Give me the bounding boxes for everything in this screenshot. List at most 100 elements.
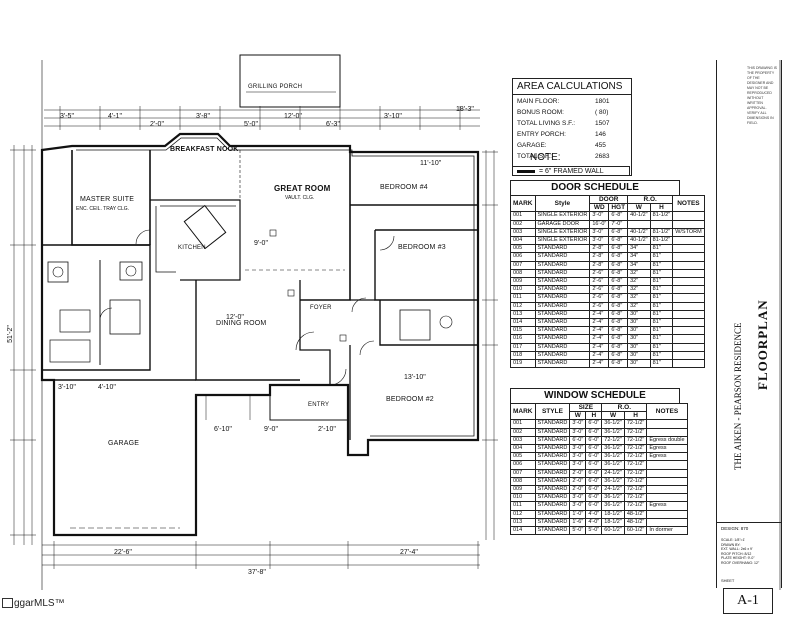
window-col-ro-w: W [601,411,625,421]
door-cell [672,359,705,369]
door-cell: 010 [510,285,536,295]
door-cell: STANDARD [534,301,591,311]
exterior-walls [40,132,480,537]
window-col-mark: MARK [510,402,536,421]
window-cell: 3'-0" [569,501,587,511]
door-cell: STANDARD [534,268,591,279]
door-cell: 001 [510,211,536,221]
window-cell: 72-1/2" [623,419,648,429]
door-cell: 40-1/2" [627,236,651,246]
room-label-master: MASTER SUITE [80,196,135,203]
door-col-ro: R.O. [627,194,674,205]
window-cell: 007 [510,468,536,478]
window-cell [646,476,688,487]
door-cell: 2'-4" [589,334,610,344]
window-cell: 2'-0" [569,476,587,487]
door-cell [672,260,705,270]
door-cell: 32" [627,301,651,311]
window-col-size-h: H [585,411,603,421]
door-cell: 3'-0" [589,227,610,238]
area-row: ENTRY PORCH: 146 [517,131,606,138]
door-cell [672,252,705,262]
window-cell: 6'-0" [585,452,603,462]
door-cell: 2'-4" [589,318,610,328]
window-cell: 72-1/2" [623,485,648,495]
door-cell: 6'-8" [608,309,629,320]
window-cell: 008 [510,476,536,487]
room-label-dining: DINING ROOM [216,320,267,327]
door-cell: 40-1/2" [627,227,651,238]
window-cell: STANDARD [534,435,571,446]
door-cell: 2'-8" [589,260,610,270]
door-cell: 6'-8" [608,252,629,262]
mls-watermark: ggarMLS™ [2,598,65,609]
title-block-notes: SCALE: 1/8"=1' DRAWN BY: EXT. WALL: 2x6 … [721,538,760,565]
window-cell: 24-1/2" [601,485,625,495]
dimension-label: 9'-0" [264,426,278,433]
window-cell: 3'-0" [569,444,587,454]
door-cell [627,219,651,229]
door-cell: GARAGE DOOR [534,219,591,229]
room-label-foyer: FOYER [310,305,332,311]
door-cell: 014 [510,318,536,328]
window-cell: 5'-0" [585,526,603,536]
room-label-kitchen: KITCHEN [178,245,206,251]
window-cell: 72-1/2" [623,501,648,511]
door-cell: 007 [510,260,536,270]
door-cell: 81" [649,244,674,254]
window-cell: 4'-0" [585,517,603,528]
door-cell: STANDARD [534,260,591,270]
dimension-label: 3'-5" [60,113,74,120]
door-cell [649,219,674,229]
door-cell [672,277,705,287]
door-cell [672,318,705,328]
sheet-number: A-1 [723,588,773,614]
door-cell: 81" [649,285,674,295]
door-cell: 6'-8" [608,334,629,344]
door-cell: STANDARD [534,309,591,320]
door-cell [672,342,705,352]
window-cell: STANDARD [534,517,571,528]
window-cell: 6'-0" [585,468,603,478]
window-cell [646,460,688,470]
area-calculations-box: AREA CALCULATIONS MAIN FLOOR: 1801 BONUS… [512,78,632,176]
door-cell: SINGLE EXTERIOR [534,211,591,221]
door-cell: STANDARD [534,244,591,254]
door-cell [672,309,705,320]
window-col-ro: R.O. [601,402,648,413]
window-cell [646,485,688,495]
window-cell: Egress [646,452,688,462]
door-cell: 34" [627,260,651,270]
window-cell: 72-1/2" [623,476,648,487]
room-label-entry: ENTRY [308,402,330,408]
area-row: BONUS ROOM: ( 80) [517,109,609,116]
window-cell: 24-1/2" [601,468,625,478]
dimension-label: 4'-10" [98,384,116,391]
door-cell: 30" [627,359,651,369]
door-cell: 30" [627,326,651,336]
door-cell: 2'-4" [589,350,610,361]
room-label-great: GREAT ROOM [274,184,331,193]
door-cell: 30" [627,342,651,352]
door-cell: 6'-8" [608,277,629,287]
dimension-label: 22'-6" [114,549,132,556]
window-cell: 006 [510,460,536,470]
dimension-label: 11'-10" [420,160,442,167]
room-label-bedroom-3: BEDROOM #3 [398,244,446,251]
door-cell: STANDARD [534,252,591,262]
door-cell [672,350,705,361]
door-cell: 2'-4" [589,309,610,320]
